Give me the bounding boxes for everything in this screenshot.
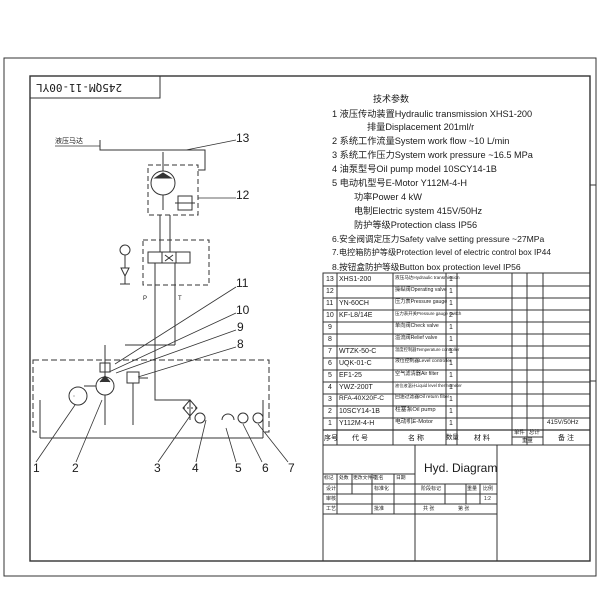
hydraulic-motor-label: 液压马达 — [55, 138, 83, 145]
tech-line: 6.安全阀调定压力Safety valve setting pressure ~… — [332, 234, 545, 244]
tech-line: 5 电动机型号E-Motor Y112M-4-H — [332, 178, 467, 188]
pipe-label-p: P — [143, 296, 148, 302]
callout-1: 1 — [33, 461, 40, 475]
drawing-title: Hyd. Diagram — [424, 461, 498, 475]
tech-line: 7.电控箱防护等级Protection level of electric co… — [332, 248, 551, 257]
tech-params-title: 技术参数 — [373, 94, 410, 104]
drawing-code-box — [29, 75, 161, 99]
callout-6: 6 — [262, 461, 269, 475]
temp-controller-symbol — [252, 412, 264, 424]
tech-line: 3 系统工作压力System work pressure ~16.5 MPa — [332, 150, 533, 160]
electric-motor-symbol — [68, 386, 88, 406]
pressure-gauge-symbol — [119, 244, 131, 256]
inner-frame — [29, 75, 591, 562]
callout-leaders — [35, 139, 289, 463]
tech-line: 功率Power 4 kW — [354, 192, 422, 202]
motor-box — [147, 164, 199, 216]
title-block — [322, 444, 591, 562]
level-controller-symbol — [237, 412, 249, 424]
callout-3: 3 — [154, 461, 161, 475]
tech-line: 排量Displacement 201ml/r — [367, 122, 475, 132]
drawing-code: 245QM-11-00YL — [36, 81, 123, 94]
callout-8: 8 — [237, 337, 244, 351]
tech-line: 4 油泵型号Oil pump model 10SCY14-1B — [332, 164, 497, 174]
tech-line: 8.按钮盒防护等级Button box protection level IP5… — [332, 262, 521, 272]
outer-frame — [3, 57, 597, 577]
callout-4: 4 — [192, 461, 199, 475]
callout-13: 13 — [236, 131, 250, 145]
callout-9: 9 — [237, 320, 244, 334]
callout-12: 12 — [236, 188, 250, 202]
tech-line: 防护等级Protection class IP56 — [354, 220, 478, 230]
operating-valve-box — [142, 239, 210, 286]
tech-line: 电制Electric system 415V/50Hz — [354, 206, 483, 216]
callout-5: 5 — [235, 461, 242, 475]
level-thermometer-symbol — [194, 412, 206, 424]
bom-table — [322, 272, 591, 446]
callout-11: 11 — [236, 276, 249, 290]
tech-line: 1 液压传动装置Hydraulic transmission XHS1-200 — [332, 109, 533, 119]
air-filter-symbol — [221, 413, 235, 421]
tech-line: 2 系统工作流量System work flow ~10 L/min — [332, 136, 510, 146]
callout-7: 7 — [288, 461, 295, 475]
callout-10: 10 — [236, 303, 250, 317]
pipe-label-t: T — [178, 296, 182, 302]
callout-2: 2 — [72, 461, 79, 475]
